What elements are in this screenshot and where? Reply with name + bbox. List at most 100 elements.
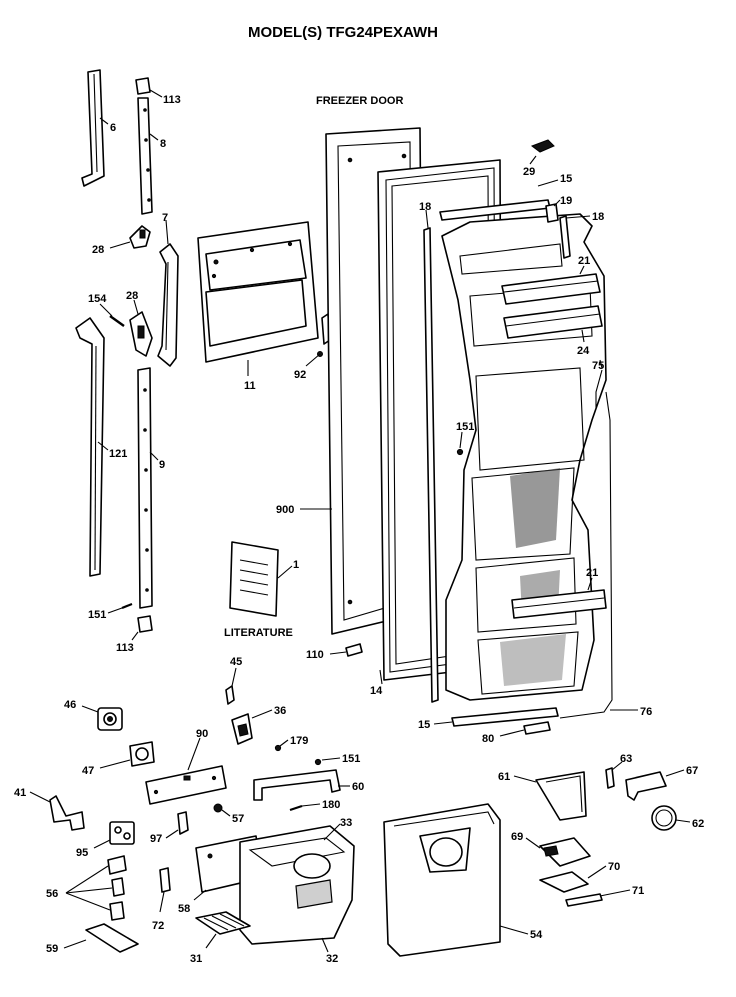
leader-56c bbox=[65, 892, 111, 911]
callout-36: 36 bbox=[274, 705, 286, 717]
leader-14 bbox=[379, 669, 383, 685]
part-110-stop bbox=[345, 643, 363, 657]
callout-57: 57 bbox=[232, 813, 244, 825]
callout-97: 97 bbox=[150, 833, 162, 845]
callout-60: 60 bbox=[352, 781, 364, 793]
part-59-paddle bbox=[85, 923, 139, 953]
callout-19: 19 bbox=[560, 195, 572, 207]
callout-15a: 15 bbox=[560, 173, 572, 185]
callout-72: 72 bbox=[152, 920, 164, 932]
callout-179: 179 bbox=[290, 735, 308, 747]
part-32-dispenser-housing bbox=[239, 825, 355, 945]
leader-61 bbox=[513, 775, 537, 783]
callout-1: 1 bbox=[293, 559, 299, 571]
callout-75: 75 bbox=[592, 360, 604, 372]
part-6-trim-strip bbox=[81, 69, 105, 187]
part-18-left-rail bbox=[423, 227, 439, 703]
leader-41 bbox=[29, 791, 51, 803]
freezer-door-heading: FREEZER DOOR bbox=[316, 95, 403, 107]
part-24-shelf bbox=[503, 305, 603, 339]
part-21-lower-shelf bbox=[511, 589, 607, 619]
literature-label: LITERATURE bbox=[224, 627, 293, 639]
part-179-screw bbox=[274, 744, 282, 752]
part-7-door-handle bbox=[157, 243, 179, 367]
callout-14: 14 bbox=[370, 685, 383, 697]
part-95-switch-block bbox=[109, 821, 135, 845]
leader-80 bbox=[499, 729, 525, 737]
leader-67 bbox=[665, 769, 685, 777]
callout-46: 46 bbox=[64, 699, 76, 711]
part-45-spring bbox=[225, 685, 235, 705]
leader-9 bbox=[149, 451, 159, 461]
part-72-pin bbox=[159, 867, 171, 893]
part-90-dispenser-plate bbox=[145, 765, 227, 805]
callout-54: 54 bbox=[530, 929, 543, 941]
part-67-door-link bbox=[625, 771, 667, 801]
callout-21a: 21 bbox=[578, 255, 590, 267]
leader-151b bbox=[459, 431, 463, 449]
leader-71 bbox=[599, 889, 631, 897]
callout-151a: 151 bbox=[88, 609, 106, 621]
callout-900: 900 bbox=[276, 504, 294, 516]
leader-33 bbox=[323, 823, 341, 841]
leader-46 bbox=[81, 705, 99, 713]
leader-62 bbox=[675, 819, 691, 823]
callout-28a: 28 bbox=[92, 244, 104, 256]
callout-71: 71 bbox=[632, 885, 644, 897]
leader-97 bbox=[165, 829, 179, 839]
part-28-upper-clip bbox=[129, 225, 151, 249]
leader-18a bbox=[425, 209, 429, 229]
freezer-door-inner-liner bbox=[441, 213, 607, 701]
callout-113a: 113 bbox=[163, 94, 181, 106]
leader-57 bbox=[221, 809, 231, 817]
callout-62: 62 bbox=[692, 818, 704, 830]
part-80-spacer bbox=[523, 721, 551, 735]
part-151-screw-left bbox=[121, 602, 133, 610]
leader-32 bbox=[321, 937, 329, 953]
leader-179 bbox=[279, 739, 289, 747]
leader-28b bbox=[133, 299, 139, 315]
leader-54 bbox=[499, 925, 529, 935]
leader-6 bbox=[99, 117, 109, 125]
callout-180: 180 bbox=[322, 799, 340, 811]
callout-61: 61 bbox=[498, 771, 510, 783]
part-97-spring-clip bbox=[177, 811, 189, 835]
leader-7 bbox=[165, 219, 169, 245]
part-154-screw bbox=[109, 315, 125, 327]
leader-58 bbox=[193, 889, 207, 901]
callout-18b: 18 bbox=[592, 211, 604, 223]
part-11-dispenser-frame bbox=[197, 221, 319, 363]
callout-90: 90 bbox=[196, 728, 208, 740]
callout-95: 95 bbox=[76, 847, 88, 859]
leader-19 bbox=[553, 199, 561, 207]
leader-45 bbox=[231, 667, 237, 687]
part-121-long-trim bbox=[75, 317, 105, 577]
leader-95 bbox=[93, 839, 111, 849]
callout-76: 76 bbox=[640, 706, 652, 718]
leader-21b bbox=[587, 577, 593, 591]
leader-56b bbox=[65, 887, 113, 894]
part-54-dispenser-front bbox=[383, 803, 501, 957]
part-60-bracket bbox=[253, 769, 341, 801]
leader-75 bbox=[599, 359, 603, 369]
part-113-top-cap bbox=[135, 77, 151, 95]
part-1-literature-booklet bbox=[229, 541, 279, 617]
part-47-bracket bbox=[129, 741, 155, 767]
callout-18a: 18 bbox=[419, 201, 431, 213]
callout-69: 69 bbox=[511, 831, 523, 843]
leader-21a bbox=[579, 265, 585, 275]
callout-121: 121 bbox=[109, 448, 127, 460]
callout-28b: 28 bbox=[126, 290, 138, 302]
leader-113b bbox=[131, 631, 139, 641]
leader-70 bbox=[587, 865, 607, 879]
part-21-upper-shelf bbox=[501, 273, 601, 305]
part-15-bottom-trim bbox=[451, 707, 559, 727]
part-29-screw bbox=[530, 139, 555, 153]
part-151-screw-right bbox=[314, 758, 322, 766]
part-31-drip-grille bbox=[195, 911, 251, 935]
leader-180 bbox=[301, 803, 321, 807]
callout-11: 11 bbox=[244, 380, 256, 392]
callout-6: 6 bbox=[110, 122, 116, 134]
leader-18b bbox=[565, 215, 591, 219]
callout-21b: 21 bbox=[586, 567, 598, 579]
